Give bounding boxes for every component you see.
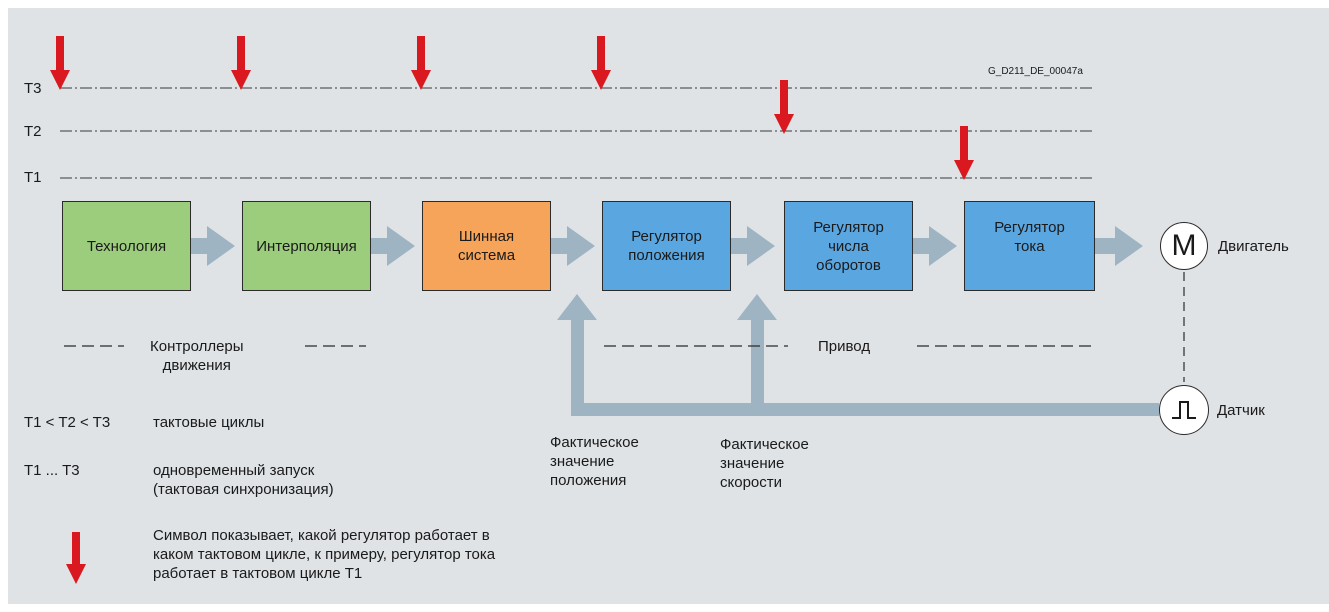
position-actual-label: Фактическое значение положения	[550, 434, 639, 489]
legend-order-key: T1 < T2 < T3	[24, 414, 111, 431]
block-interpolation: Интерполяция	[242, 201, 371, 291]
block-technology: Технология	[62, 201, 191, 291]
legend-range-key: T1 ... T3	[24, 462, 80, 479]
cycle-arrow-icon	[66, 532, 86, 584]
encoder-label: Датчик	[1217, 402, 1265, 419]
block-position-controller: Регулятор положения	[602, 201, 731, 291]
feedback-position-riser	[571, 318, 584, 416]
cycle-arrow-icon	[50, 36, 70, 90]
flow-arrow-icon	[191, 226, 235, 266]
encoder-icon	[1159, 385, 1209, 435]
motor-icon: M	[1160, 222, 1208, 270]
motor-label: Двигатель	[1218, 238, 1289, 255]
figure-id: G_D211_DE_00047a	[988, 66, 1083, 77]
diagram-panel	[8, 8, 1329, 604]
feedback-arrow-icon	[737, 294, 777, 320]
feedback-speed-riser	[751, 318, 764, 416]
cycle-label-t3: T3	[24, 80, 42, 97]
flow-arrow-icon	[731, 226, 775, 266]
encoder-pulse-icon	[1172, 401, 1196, 419]
flow-arrow-icon	[371, 226, 415, 266]
cycle-arrow-icon	[231, 36, 251, 90]
block-speed-controller: Регулятор числа оборотов	[784, 201, 913, 291]
flow-arrow-icon	[551, 226, 595, 266]
feedback-line	[571, 403, 1159, 416]
cycle-label-t1: T1	[24, 169, 42, 186]
cycle-label-t2: T2	[24, 123, 42, 140]
legend-range-desc: одновременный запуск (тактовая синхрониз…	[153, 462, 334, 498]
flow-arrow-icon	[913, 226, 957, 266]
cycle-arrow-icon	[774, 80, 794, 134]
block-bus-system: Шинная система	[422, 201, 551, 291]
cycle-arrow-icon	[954, 126, 974, 180]
speed-actual-label: Фактическое значение скорости	[720, 436, 809, 491]
motion-controllers-label: Контроллеры движения	[150, 338, 244, 374]
cycle-arrow-icon	[591, 36, 611, 90]
feedback-arrow-icon	[557, 294, 597, 320]
block-current-controller: Регулятор тока	[964, 201, 1095, 291]
motor-symbol: M	[1171, 229, 1197, 262]
cycle-arrow-icon	[411, 36, 431, 90]
drive-label: Привод	[818, 338, 871, 355]
flow-arrow-icon	[1095, 226, 1143, 266]
legend-order-desc: тактовые циклы	[153, 414, 265, 431]
legend-arrow-desc: Символ показывает, какой регулятор работ…	[153, 527, 496, 582]
